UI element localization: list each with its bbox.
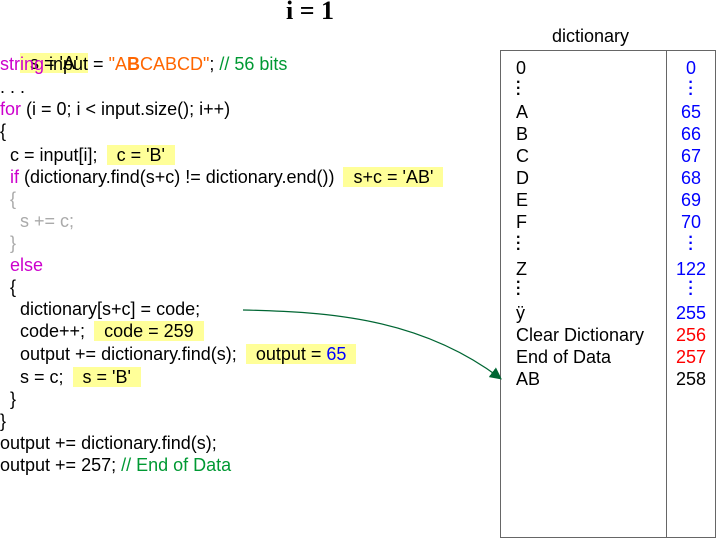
code-line-final-output: output += dictionary.find(s); (0, 433, 217, 453)
dict-value: 69 (680, 190, 702, 210)
code-text: input = (44, 54, 109, 74)
output-prefix: output = (255, 344, 327, 364)
s-init-annotation: s = 'A' (20, 53, 89, 73)
vertical-ellipsis-icon: ··· (688, 229, 694, 258)
dict-value: 66 (680, 124, 702, 144)
dict-value-new: 258 (675, 369, 707, 389)
code-line-else-close: } (0, 389, 17, 409)
code-line-dict-assign: dictionary[s+c] = code; (0, 299, 201, 319)
c-annotation: c = 'B' (106, 145, 175, 165)
code-text: (dictionary.find(s+c) != dictionary.end(… (19, 167, 335, 187)
dict-key: Clear Dictionary (516, 325, 645, 345)
dict-value: 0 (685, 58, 696, 78)
s-annotation: s = 'B' (72, 367, 141, 387)
vertical-ellipsis-icon: ··· (516, 229, 522, 258)
code-line-ellipsis: . . . (0, 77, 26, 97)
dictionary-table (500, 50, 716, 538)
dict-key: ÿ (516, 303, 525, 323)
code-line-for: for (i = 0; i < input.size(); i++) (0, 98, 230, 120)
code-line-output: output += dictionary.find(s); output = 6… (0, 343, 357, 365)
code-text: c = input[i]; (0, 145, 98, 165)
code-text: ; (209, 54, 220, 74)
code-comment: // End of Data (121, 455, 232, 475)
dict-key: D (516, 168, 529, 188)
code-line-s-assign: s = c; s = 'B' (0, 366, 141, 388)
output-annotation: output = 65 (245, 344, 357, 364)
dict-key-new: AB (516, 369, 541, 389)
dict-key: E (516, 190, 529, 210)
code-line-end-output: output += 257; // End of Data (0, 454, 231, 476)
code-text: (i = 0; i < input.size(); i++) (21, 99, 231, 119)
page-title: i = 1 (285, 0, 335, 25)
dict-key: A (516, 102, 529, 122)
dict-value: 122 (675, 259, 707, 279)
s-init-highlight: s = 'A' (0, 30, 89, 73)
dict-value-clear: 256 (675, 325, 707, 345)
code-line-open-brace: { (0, 121, 7, 141)
vertical-ellipsis-icon: ··· (516, 274, 522, 303)
code-comment: // 56 bits (219, 54, 288, 74)
code-text: output += 257; (0, 455, 122, 475)
code-line-else: else (0, 255, 44, 275)
code-line-s-append: s += c; (0, 211, 75, 231)
dict-key: B (516, 124, 529, 144)
code-line-else-open: { (0, 277, 17, 297)
code-line-if-close: } (0, 233, 17, 253)
dict-key: C (516, 146, 529, 166)
for-keyword: for (0, 99, 22, 119)
string-literal: "A (108, 54, 127, 74)
type-keyword: string (0, 54, 45, 74)
dict-value: 68 (680, 168, 702, 188)
dict-value: 255 (675, 303, 707, 323)
dict-value-eod: 257 (675, 347, 707, 367)
dict-key: Z (516, 259, 527, 279)
vertical-ellipsis-icon: ··· (688, 274, 694, 303)
code-line-for-close: } (0, 411, 7, 431)
code-line-code-inc: code++; code = 259 (0, 320, 204, 342)
dict-value: 67 (680, 146, 702, 166)
string-literal-bold: B (126, 54, 140, 74)
dict-value: 70 (680, 212, 702, 232)
code-line-c-assign: c = input[i]; c = 'B' (0, 144, 175, 166)
code-text: s = c; (0, 367, 64, 387)
output-number: 65 (326, 344, 347, 364)
dict-key: F (516, 212, 527, 232)
code-text: output += dictionary.find(s); (0, 344, 237, 364)
dictionary-column-divider (666, 50, 667, 538)
vertical-ellipsis-icon: ··· (688, 74, 694, 103)
sc-annotation: s+c = 'AB' (343, 167, 444, 187)
string-literal: CABCD" (139, 54, 210, 74)
dict-key: End of Data (516, 347, 612, 367)
vertical-ellipsis-icon: ··· (516, 74, 522, 103)
if-keyword: if (0, 167, 20, 187)
code-line-if-open: { (0, 189, 17, 209)
code-line-if: if (dictionary.find(s+c) != dictionary.e… (0, 166, 444, 188)
code-text: code++; (0, 321, 86, 341)
code-annotation: code = 259 (94, 321, 204, 341)
dict-key: 0 (516, 58, 527, 78)
dictionary-label: dictionary (552, 26, 630, 46)
code-line-input: string input = "ABCABCD"; // 56 bits (0, 53, 287, 75)
dict-value: 65 (680, 102, 702, 122)
